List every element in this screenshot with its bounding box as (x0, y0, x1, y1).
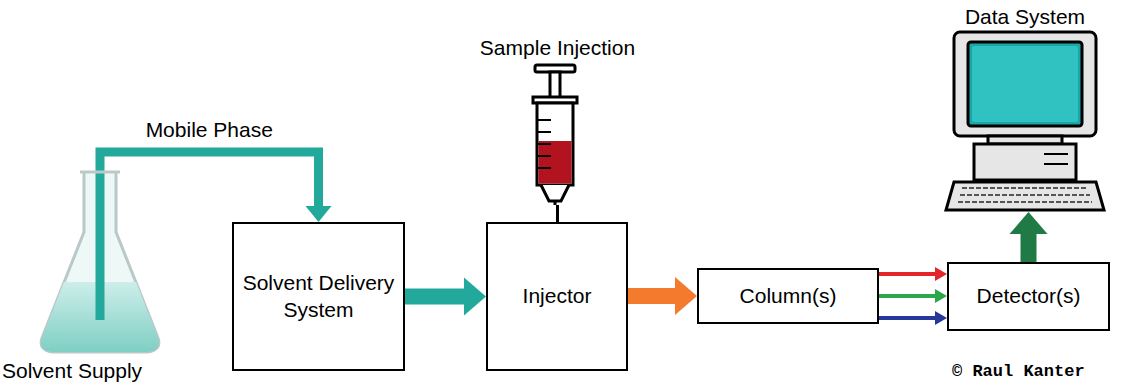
computer: Data System (940, 4, 1110, 212)
flow-connector (1010, 212, 1048, 262)
connector-line (556, 205, 559, 222)
arrow-head (464, 278, 486, 316)
process-box: Injector (486, 222, 628, 371)
connector-line (879, 272, 936, 276)
copyright-note: © Raul Kanter (952, 362, 1085, 381)
node-label: Data System (940, 4, 1110, 30)
flow-connector (100, 152, 332, 222)
connector-line (100, 152, 319, 207)
connector-line (879, 316, 936, 320)
flow-connector (405, 278, 486, 316)
syringe-illustration (455, 35, 660, 205)
node-label: Detector(s) (977, 283, 1081, 309)
flow-connector (628, 277, 697, 315)
connector-line (628, 288, 676, 304)
flow-connector (879, 289, 947, 303)
flask-illustration (0, 170, 200, 360)
node-label: Injector (523, 283, 592, 309)
process-box: Column(s) (697, 268, 879, 324)
arrow-head (306, 206, 332, 222)
arrow-head (1010, 212, 1048, 234)
node-label: Sample Injection (455, 35, 660, 61)
connector-line (879, 294, 936, 298)
computer-picture (940, 30, 1110, 219)
node-label: Column(s) (740, 283, 837, 309)
flow-connector (557, 205, 558, 222)
arrow-head (935, 311, 947, 325)
process-box: Solvent Delivery System (232, 222, 405, 371)
solvent-flask: Solvent Supply (0, 170, 200, 385)
edge-label: Mobile Phase (143, 118, 276, 142)
arrow-head (935, 267, 947, 281)
flow-connector (879, 267, 947, 281)
solvent-flask-picture (0, 170, 200, 364)
connector-line (405, 289, 465, 305)
flow-connector (879, 311, 947, 325)
syringe-picture (455, 35, 660, 209)
node-label: Solvent Supply (2, 358, 202, 384)
process-box: Detector(s) (947, 262, 1110, 331)
syringe: Sample Injection (455, 35, 660, 205)
arrow-head (935, 289, 947, 303)
connector-line (1021, 233, 1037, 262)
arrow-head (675, 277, 697, 315)
node-label: Solvent Delivery System (234, 270, 403, 323)
computer-illustration (940, 30, 1110, 215)
